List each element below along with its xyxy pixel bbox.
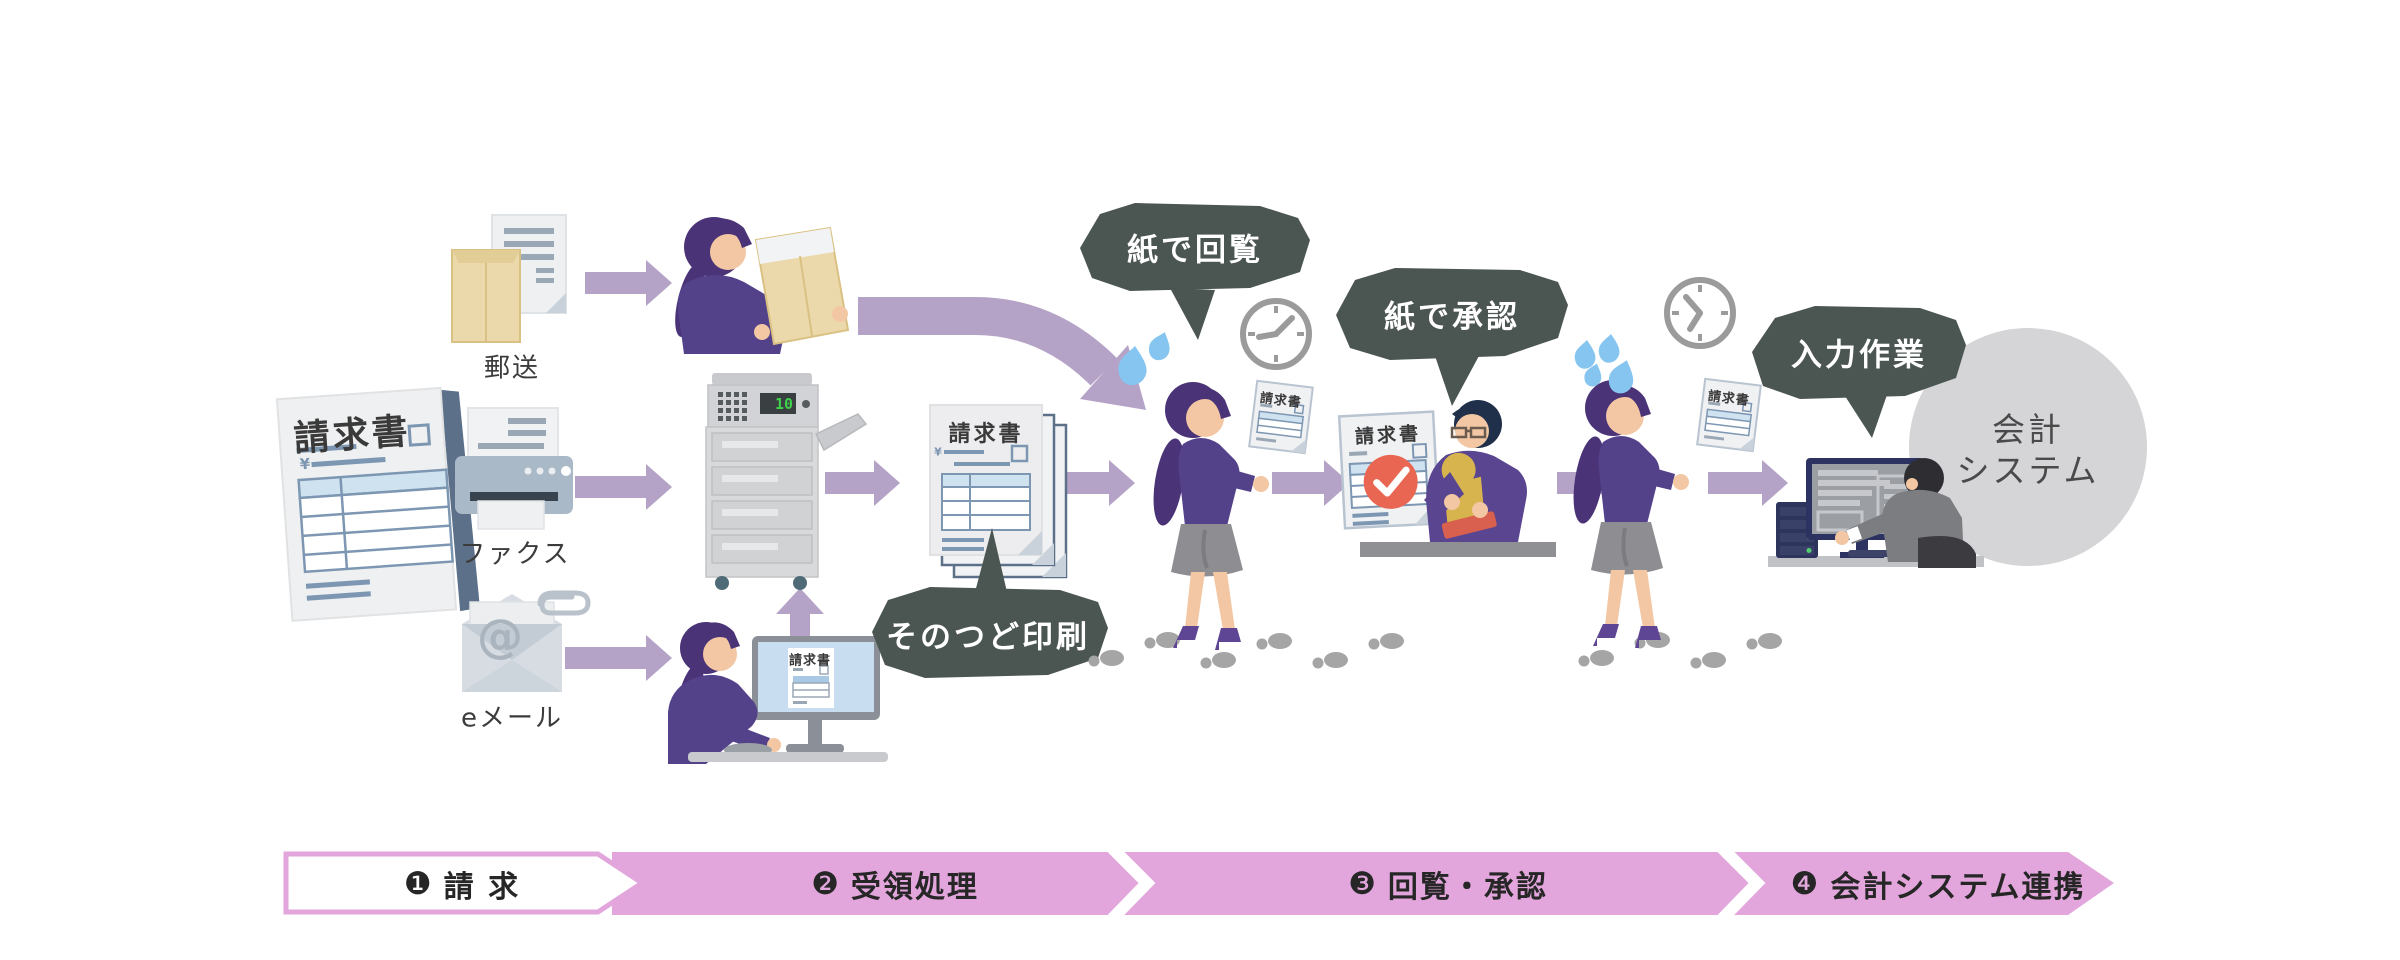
- approver-scene: [1337, 400, 1556, 557]
- flow-arrows: [565, 260, 1788, 681]
- step3-number: ❸: [1348, 866, 1378, 902]
- step3-label: 回覧・承認: [1387, 870, 1548, 905]
- step1-label: 請 求: [443, 870, 521, 905]
- input-bubble: [1752, 306, 1966, 438]
- accounting-line1: 会計: [1991, 409, 2064, 449]
- bubble-input-text: 入力作業: [1791, 337, 1927, 374]
- mail-receiver-person: [675, 217, 850, 354]
- step2-number: ❷: [811, 866, 841, 902]
- email-channel-icon: [462, 590, 591, 692]
- fax-channel-icon: [455, 407, 573, 530]
- step4-label: 会計システム連携: [1830, 870, 2086, 905]
- pc-woman-illustration: [668, 622, 888, 764]
- invoice-title-approver: 請求書: [1354, 422, 1422, 449]
- circulation-bubble: [1080, 203, 1310, 340]
- invoice-title-main: 請求書: [292, 410, 413, 461]
- arrow-stack-to-walker1: [1058, 460, 1135, 506]
- invoice-title-stack: 請求書: [948, 422, 1024, 447]
- walker2-invoice: [1696, 377, 1762, 453]
- process-step-4: ❹ 会計システム連携: [1791, 862, 2086, 906]
- email-at-glyph: @: [477, 609, 523, 663]
- footprints-set1: [1088, 632, 1404, 669]
- clock-icon-1: [1240, 298, 1312, 370]
- arrow-fax-to-copier: [575, 464, 672, 510]
- invoice-stack-illustration: [929, 404, 1068, 579]
- invoice-yen-main: ¥: [299, 454, 311, 474]
- bubble-circulation-text: 紙で回覧: [1127, 232, 1263, 269]
- approval-bubble: [1336, 268, 1568, 406]
- clock-icon-2: [1664, 277, 1736, 349]
- arrow-walker2-to-pcman: [1708, 460, 1788, 506]
- arrow-walker1-to-approver: [1272, 460, 1350, 506]
- step1-number: ❶: [403, 866, 434, 902]
- process-step-2: ❷ 受領処理: [811, 862, 979, 906]
- copier-display-panel: [760, 393, 796, 414]
- copier-illustration: [705, 373, 868, 590]
- walking-woman-2: [1566, 378, 1691, 650]
- channel-label-fax: ファクス: [459, 539, 571, 570]
- mail-channel-icon: [451, 214, 567, 343]
- print-bubble: [872, 528, 1108, 678]
- step2-label: 受領処理: [850, 870, 979, 905]
- accounting-system-label: 会計 システム: [1956, 409, 2099, 492]
- arrow-email-to-pc: [565, 635, 672, 681]
- arrow-mail-to-receiver: [585, 260, 672, 306]
- invoice-yen-stack: ¥: [934, 445, 942, 459]
- walker1-invoice: [1248, 379, 1314, 455]
- process-bar: [283, 843, 2114, 924]
- glasses-icon: [1450, 426, 1468, 439]
- walking-woman-1: [1146, 380, 1271, 652]
- bubble-print-text: そのつど印刷: [886, 619, 1090, 656]
- copier-display-value: 10: [774, 395, 793, 413]
- accounting-line2: システム: [1956, 451, 2100, 490]
- process-step-3: ❸ 回覧・承認: [1348, 862, 1548, 906]
- channel-label-email: eメール: [461, 703, 563, 734]
- channel-label-mail: 郵送: [483, 353, 541, 384]
- sweat-drops-1: [1118, 329, 1174, 386]
- process-step-1: ❶ 請 求: [404, 862, 520, 906]
- accounting-system-circle: [1909, 328, 2147, 566]
- bubble-approval-text: 紙で承認: [1384, 299, 1520, 336]
- large-invoice-illustration: [275, 386, 480, 622]
- curved-arrow: [858, 297, 1146, 410]
- paperclip-icon: [537, 590, 591, 616]
- arrow-copier-to-stack: [825, 460, 900, 506]
- invoice-title-monitor: 請求書: [788, 653, 832, 669]
- pc-man-scene: [1768, 458, 1984, 568]
- step4-number: ❹: [1790, 866, 1821, 902]
